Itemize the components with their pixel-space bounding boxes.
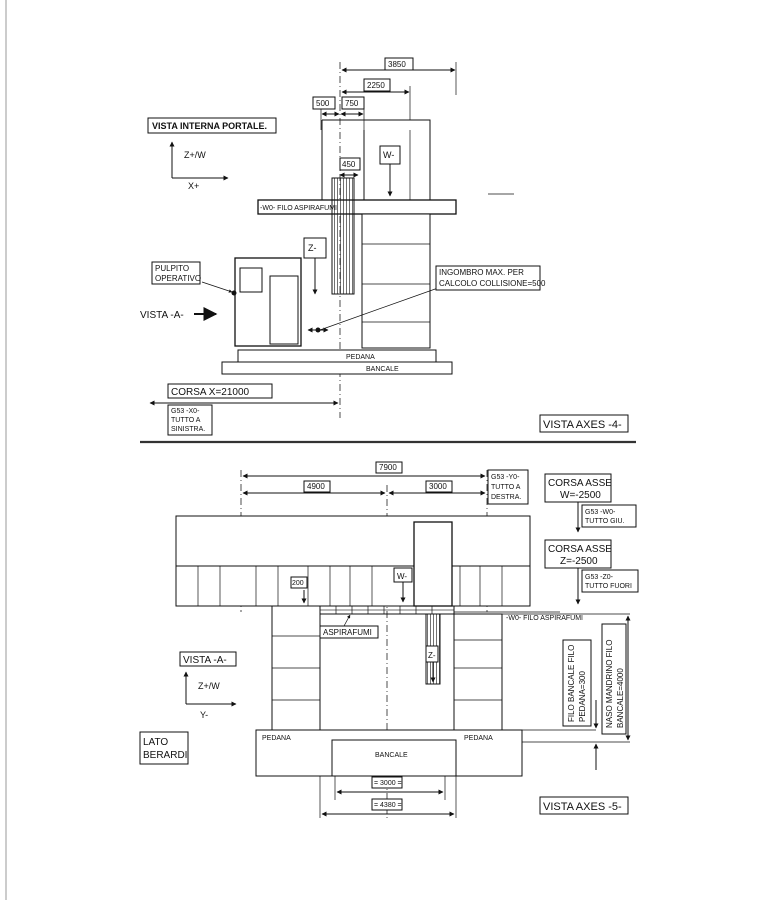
label-pedana-right: PEDANA	[464, 735, 493, 742]
label-g53-w0-2: TUTTO GIU.	[585, 518, 625, 525]
side-columns	[271, 605, 503, 731]
label-filo-bancale-1: FILO BANCALE FILO	[567, 645, 576, 722]
label-pedana-left: PEDANA	[262, 735, 291, 742]
label-g53-y0-2: TUTTO A	[491, 484, 521, 491]
label-corsa-w-1: CORSA ASSE	[548, 478, 612, 489]
svg-text:VISTA AXES -5-: VISTA AXES -5-	[543, 801, 622, 813]
label-g53-w0-1: G53 -W0-	[585, 509, 616, 516]
base-bottom: PEDANA PEDANA BANCALE = 3000 = = 4380 =	[255, 729, 523, 818]
label-corsa-z-1: CORSA ASSE	[548, 544, 612, 555]
label-g53-y0-1: G53 -Y0-	[491, 474, 520, 481]
vista-a-bottom: VISTA -A- Z+/W Y-	[179, 651, 237, 720]
label-bancale-top: BANCALE	[366, 366, 399, 373]
bottom-dimensions: 7900 4900 3000 G53 -Y0- TUTTO A DESTRA.	[240, 461, 529, 820]
corsa-x: CORSA X=21000 G53 -X0- TUTTO A SINISTRA.	[149, 383, 339, 436]
label-g53-z0-1: G53 -Z0-	[585, 574, 614, 581]
label-w-minus-top: W-	[383, 150, 394, 160]
operator-panel-pulpito: PULPITO OPERATIVO VISTA -A-	[140, 257, 439, 347]
label-pedana-top: PEDANA	[346, 354, 375, 361]
label-z-minus-bottom: Z-	[428, 651, 436, 660]
portal-structure: -W0- FILO ASPIRAFUMI 450 W- Z-	[257, 119, 514, 349]
label-g53-z0-2: TUTTO FUORI	[585, 583, 632, 590]
label-corsa-w-2: W=-2500	[560, 490, 601, 501]
label-corsa-x: CORSA X=21000	[171, 387, 250, 398]
dim-2250: 2250	[367, 81, 385, 90]
aspirafumi-strip: ASPIRAFUMI -W0- FILO ASPIRAFUMI	[319, 605, 583, 639]
svg-text:BERARDI: BERARDI	[143, 750, 187, 761]
label-vista-a-top: VISTA -A-	[140, 310, 184, 321]
dim-4380: = 4380 =	[374, 802, 402, 809]
label-pulpito-1: PULPITO	[155, 264, 189, 273]
dim-7900: 7900	[379, 463, 397, 472]
label-corsa-z-2: Z=-2500	[560, 556, 598, 567]
svg-text:VISTA INTERNA PORTALE.: VISTA INTERNA PORTALE.	[152, 121, 267, 131]
label-g53-y0-3: DESTRA.	[491, 494, 521, 501]
label-g53-x0-3: SINISTRA.	[171, 426, 205, 433]
bottom-view-vista-axes-5: 7900 4900 3000 G53 -Y0- TUTTO A DESTRA.	[139, 461, 639, 820]
dim-500: 500	[316, 99, 330, 108]
axis-label-x: X+	[188, 181, 199, 191]
top-dimensions: 3850 2250 500 750	[312, 57, 457, 418]
label-ingombro-1: INGOMBRO MAX. PER	[439, 268, 524, 277]
corsa-notes: CORSA ASSE W=-2500 G53 -W0- TUTTO GIU. C…	[544, 473, 639, 605]
label-z-minus-top: Z-	[308, 243, 317, 253]
top-view-vista-axes-4: VISTA INTERNA PORTALE. Z+/W X+ 3850 2250…	[140, 57, 629, 436]
axis-indicator-top: Z+/W X+	[169, 141, 229, 191]
spindle-ram: Z-	[425, 613, 441, 685]
dim-450: 450	[342, 160, 356, 169]
vertical-dimension-notes: FILO BANCALE FILO PEDANA=300 NASO MANDRI…	[454, 613, 631, 770]
lato-berardi: LATO BERARDI	[139, 731, 189, 765]
axis-label-zw-bottom: Z+/W	[198, 681, 220, 691]
axis-label-zw: Z+/W	[184, 150, 206, 160]
svg-text:VISTA -A-: VISTA -A-	[183, 655, 227, 666]
caption-vista-axes-4: VISTA AXES -4-	[539, 414, 629, 433]
label-naso-mandrino-1: NASO MANDRINO FILO	[605, 640, 614, 728]
dim-3000-bottom: = 3000 =	[374, 780, 402, 787]
label-w0-filo-bottom: -W0- FILO ASPIRAFUMI	[506, 615, 583, 622]
label-naso-mandrino-2: BANCALE=4000	[616, 668, 625, 728]
title-vista-interna-portale: VISTA INTERNA PORTALE.	[147, 117, 277, 134]
label-pulpito-2: OPERATIVO	[155, 274, 201, 283]
dim-3850: 3850	[388, 60, 406, 69]
label-g53-x0-2: TUTTO A	[171, 417, 201, 424]
dim-750: 750	[345, 99, 359, 108]
label-w-minus-bottom: W-	[397, 572, 407, 581]
caption-vista-axes-5: VISTA AXES -5-	[539, 796, 629, 815]
label-w0-filo-aspirafumi: -W0- FILO ASPIRAFUMI	[260, 205, 337, 212]
label-filo-bancale-2: PEDANA=300	[578, 671, 587, 722]
dim-3000: 3000	[429, 482, 447, 491]
label-aspirafumi: ASPIRAFUMI	[323, 628, 372, 637]
dim-200: 200	[292, 580, 304, 587]
dim-4900: 4900	[307, 482, 325, 491]
base-pedana-bancale: PEDANA BANCALE	[221, 349, 453, 375]
axis-label-y: Y-	[200, 710, 208, 720]
label-bancale-bottom: BANCALE	[375, 752, 408, 759]
note-ingombro: INGOMBRO MAX. PER CALCOLO COLLISIONE=500	[435, 265, 546, 291]
label-ingombro-2: CALCOLO COLLISIONE=500	[439, 279, 546, 288]
svg-text:VISTA AXES -4-: VISTA AXES -4-	[543, 419, 622, 431]
svg-text:LATO: LATO	[143, 737, 168, 748]
label-g53-x0-1: G53 -X0-	[171, 408, 200, 415]
